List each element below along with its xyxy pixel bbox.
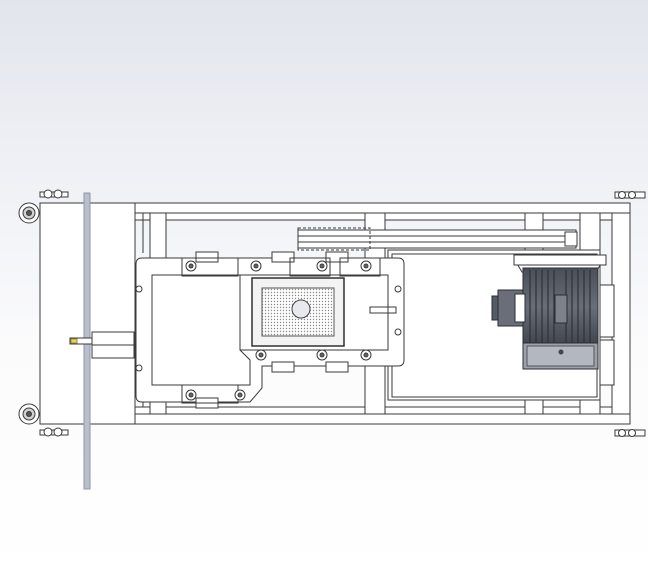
caster-wheel-top-right bbox=[614, 191, 646, 199]
gearbox-bolts bbox=[135, 260, 402, 401]
motor-cooling-fins bbox=[529, 270, 591, 344]
gearbox[interactable] bbox=[135, 251, 405, 409]
caster-wheels[interactable] bbox=[18, 189, 646, 437]
caster-wheel-top-left bbox=[18, 189, 69, 224]
coupling-shaft[interactable] bbox=[297, 227, 578, 251]
electric-motor[interactable] bbox=[491, 254, 607, 370]
vertical-pipe[interactable] bbox=[69, 192, 135, 490]
caster-wheel-bottom-right bbox=[614, 429, 646, 437]
caster-wheel-bottom-left bbox=[18, 403, 69, 437]
